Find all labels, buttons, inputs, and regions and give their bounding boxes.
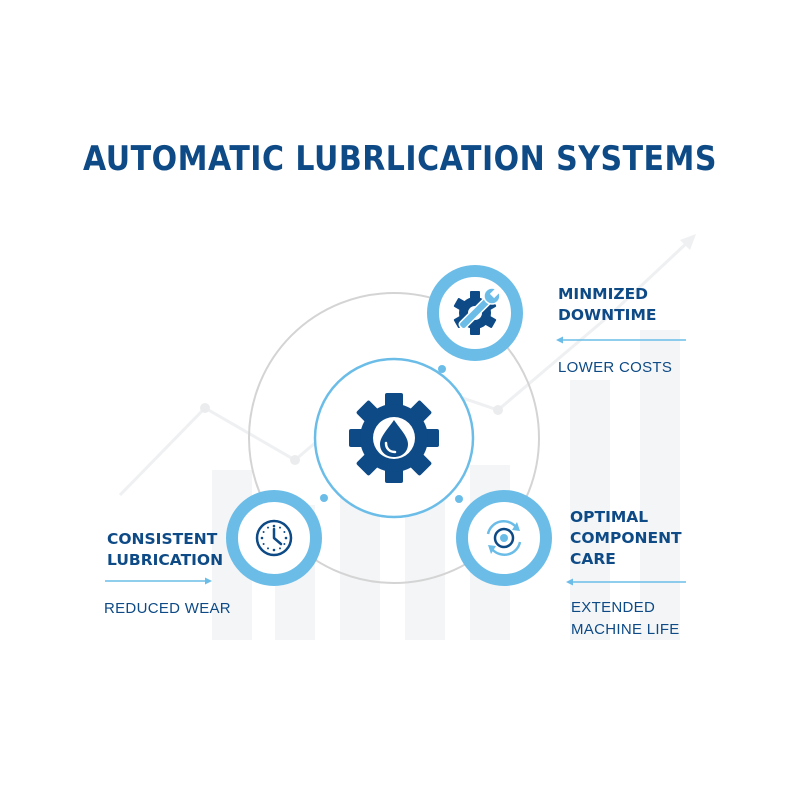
center-node xyxy=(313,357,475,519)
sublabel-line: EXTENDED xyxy=(571,599,656,616)
gear-wrench-icon xyxy=(453,286,502,335)
arrow-extended-life xyxy=(566,578,686,586)
node-optimal-component-care xyxy=(456,490,552,586)
label-line: CARE xyxy=(570,550,616,568)
label-line: LUBRICATION xyxy=(107,551,224,569)
sublabel-line: LOWER COSTS xyxy=(558,359,673,376)
gear-with-oil-drop-icon xyxy=(349,393,439,483)
sublabel-extended-machine-life: EXTENDED MACHINE LIFE xyxy=(571,597,680,641)
orbit-ring xyxy=(248,292,540,584)
page-title: AUTOMATIC LUBRLICATION SYSTEMS xyxy=(82,139,718,180)
node-minimized-downtime xyxy=(427,265,523,361)
connector-dots xyxy=(320,365,463,503)
arrow-lower-costs xyxy=(556,336,686,344)
sublabel-line: MACHINE LIFE xyxy=(571,621,680,638)
label-line: MINMIZED xyxy=(558,285,649,303)
sublabel-lower-costs: LOWER COSTS xyxy=(558,357,672,379)
label-optimal-component-care: OPTIMAL COMPONENT CARE xyxy=(570,507,682,570)
arrow-reduced-wear xyxy=(105,577,212,585)
sublabel-line: REDUCED WEAR xyxy=(104,600,231,617)
sublabel-reduced-wear: REDUCED WEAR xyxy=(104,598,231,620)
background-trend-points xyxy=(200,403,503,465)
clock-icon xyxy=(255,519,293,557)
background-trend-arrowhead xyxy=(680,234,696,250)
cycle-target-icon xyxy=(486,519,522,557)
label-minimized-downtime: MINMIZED DOWNTIME xyxy=(558,284,656,326)
label-consistent-lubrication: CONSISTENT LUBRICATION xyxy=(107,529,223,571)
node-consistent-lubrication xyxy=(226,490,322,586)
label-line: DOWNTIME xyxy=(558,306,657,324)
label-line: CONSISTENT xyxy=(107,530,218,548)
label-line: OPTIMAL xyxy=(570,508,649,526)
label-line: COMPONENT xyxy=(570,529,682,547)
